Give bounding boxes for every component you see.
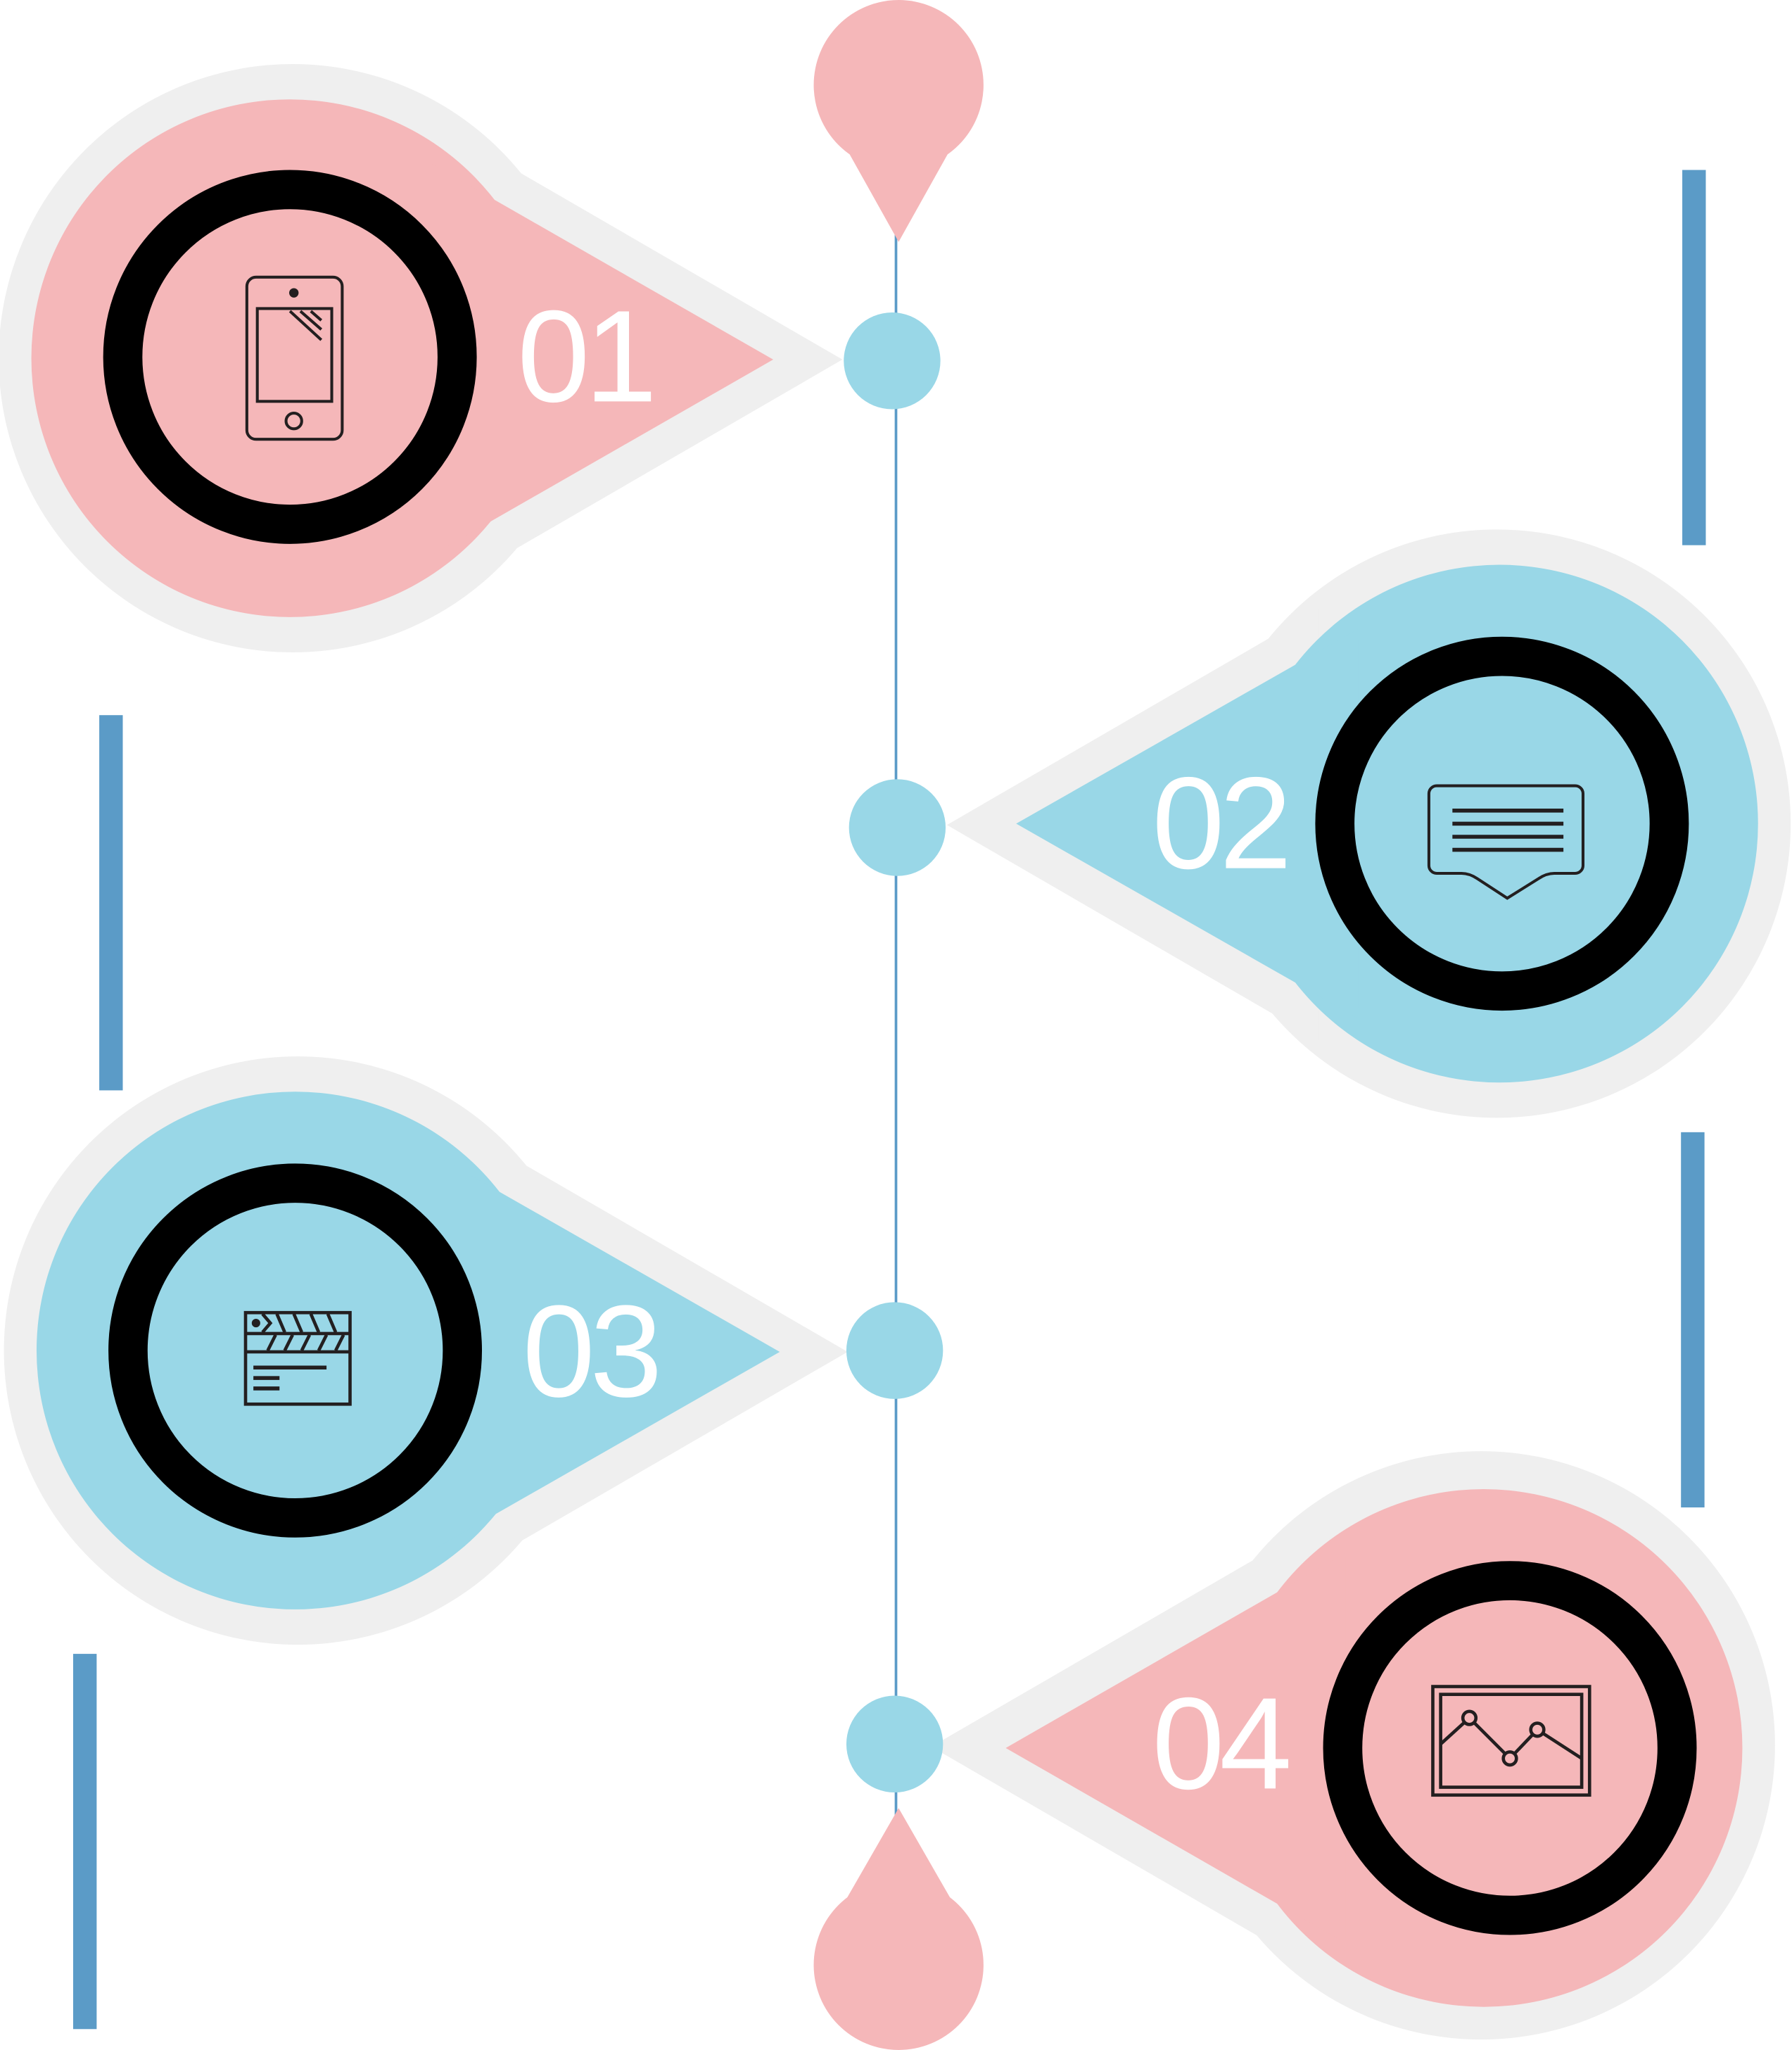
step-04: 04 (931, 1451, 1775, 2040)
step-01-pin (31, 99, 773, 617)
step-02: 02 (946, 529, 1791, 1118)
step-01-number: 01 (517, 284, 652, 429)
step-03-number: 03 (523, 1279, 658, 1424)
timeline-node-1 (844, 312, 941, 410)
accent-bar-3 (1681, 1132, 1705, 1508)
step-03: 03 (4, 1056, 848, 1645)
clapperboard-icon (243, 1310, 352, 1406)
timeline-node-2 (849, 779, 946, 876)
step-01-ring (103, 170, 477, 544)
step-03-pin (36, 1092, 780, 1609)
line-chart-icon (1431, 1685, 1591, 1797)
step-04-pin (1005, 1489, 1743, 2007)
step-02-pin (1016, 564, 1758, 1083)
accent-bar-1 (1682, 170, 1706, 545)
timeline-node-4 (846, 1695, 943, 1793)
accent-bar-2 (99, 715, 123, 1091)
step-02-ring (1315, 636, 1689, 1011)
smartphone-icon (245, 275, 344, 441)
timeline-node-3 (846, 1302, 943, 1399)
timeline-start-marker (813, 0, 984, 242)
step-04-ring (1323, 1561, 1697, 1935)
step-01: 01 (0, 64, 843, 652)
step-04-number: 04 (1152, 1671, 1288, 1816)
step-03-ring (108, 1163, 483, 1538)
step-02-number: 02 (1152, 751, 1287, 897)
accent-bar-4 (72, 1654, 97, 2030)
chat-bubble-icon (1427, 784, 1585, 900)
timeline-end-marker (813, 1808, 984, 2050)
